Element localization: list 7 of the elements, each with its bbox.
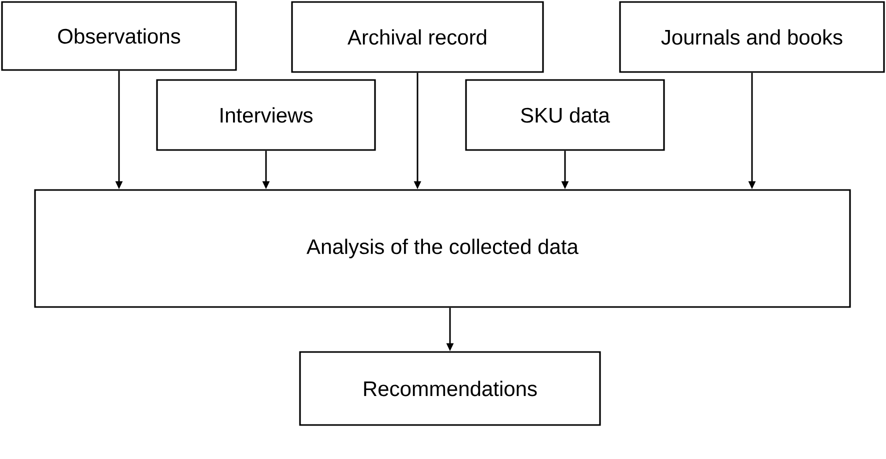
source-box: Observations [1, 1, 237, 71]
source-box: Journals and books [619, 1, 885, 73]
source-box: Interviews [156, 79, 376, 151]
result-box: Recommendations [299, 351, 601, 426]
analysis-box: Analysis of the collected data [34, 189, 851, 308]
source-box: Archival record [291, 1, 544, 73]
source-box: SKU data [465, 79, 665, 151]
